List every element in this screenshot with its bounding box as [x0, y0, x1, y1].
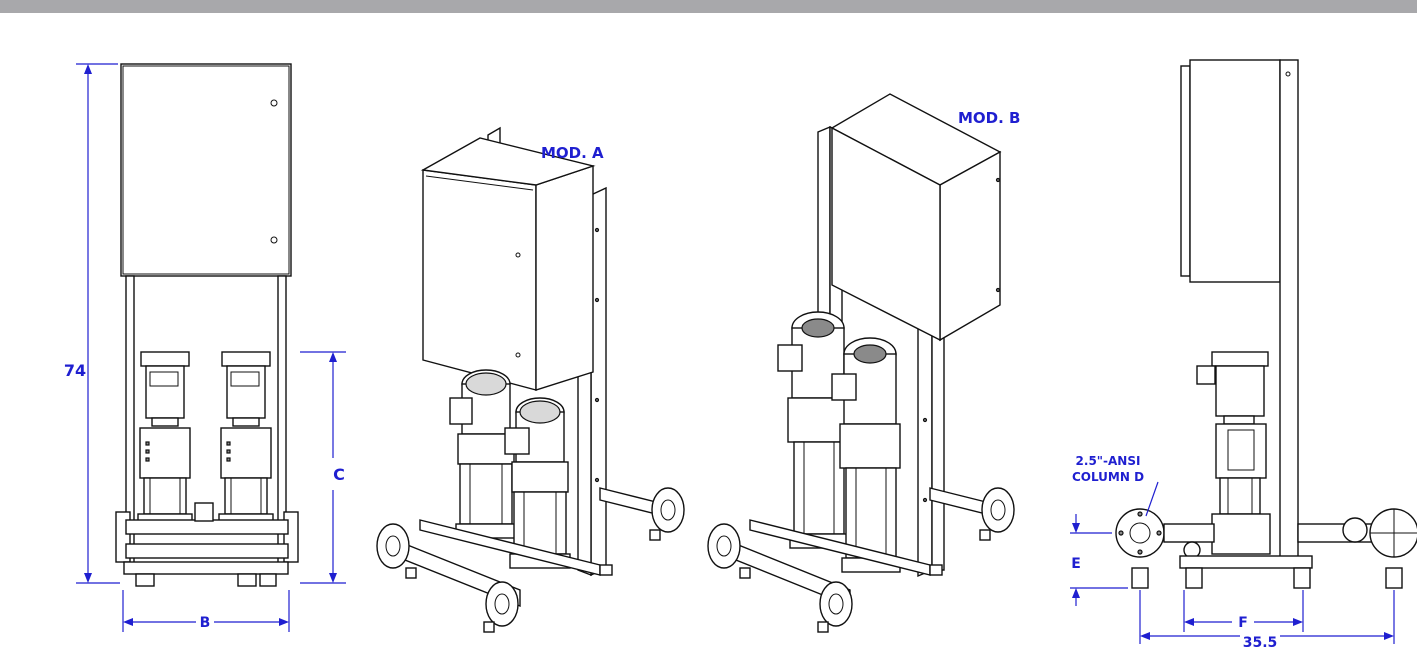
dimension-e	[1070, 514, 1128, 606]
dimension-c	[300, 351, 346, 584]
dimension-35-5-label: 35.5	[1243, 635, 1278, 651]
mod-a-pump-left	[449, 369, 517, 539]
mod-a-label: MOD. A	[541, 144, 604, 162]
side-control-cabinet	[1189, 59, 1281, 283]
front-pump-right	[218, 351, 274, 529]
dimension-b-label: B	[200, 615, 211, 631]
mod-b-pump-right	[831, 337, 901, 573]
iso-view-mod-a	[376, 126, 685, 633]
dimension-e-label: E	[1071, 556, 1081, 572]
front-pump-left	[137, 351, 193, 529]
column-d-callout	[1145, 481, 1159, 517]
top-gray-bar	[0, 0, 1417, 13]
dimension-74	[76, 63, 120, 584]
ansi-label-line1: 2.5"-ANSI	[1076, 454, 1141, 468]
front-control-cabinet	[120, 63, 292, 277]
dimension-b	[122, 590, 290, 632]
mod-a-pump-right	[504, 397, 571, 569]
dimension-c-label: C	[333, 465, 345, 484]
dimension-f-label: F	[1238, 615, 1248, 631]
mod-b-pump-left	[777, 311, 849, 549]
side-frame-post	[1279, 59, 1299, 561]
dimension-f	[1183, 590, 1304, 632]
dimension-35-5	[1139, 590, 1395, 644]
dimension-74-label: 74	[64, 361, 86, 380]
front-base	[123, 561, 289, 575]
side-view	[1115, 59, 1417, 589]
front-view	[115, 63, 299, 587]
ansi-label-line2: COLUMN D	[1072, 470, 1144, 484]
mod-b-label: MOD. B	[958, 109, 1020, 127]
iso-view-mod-b	[707, 93, 1015, 633]
